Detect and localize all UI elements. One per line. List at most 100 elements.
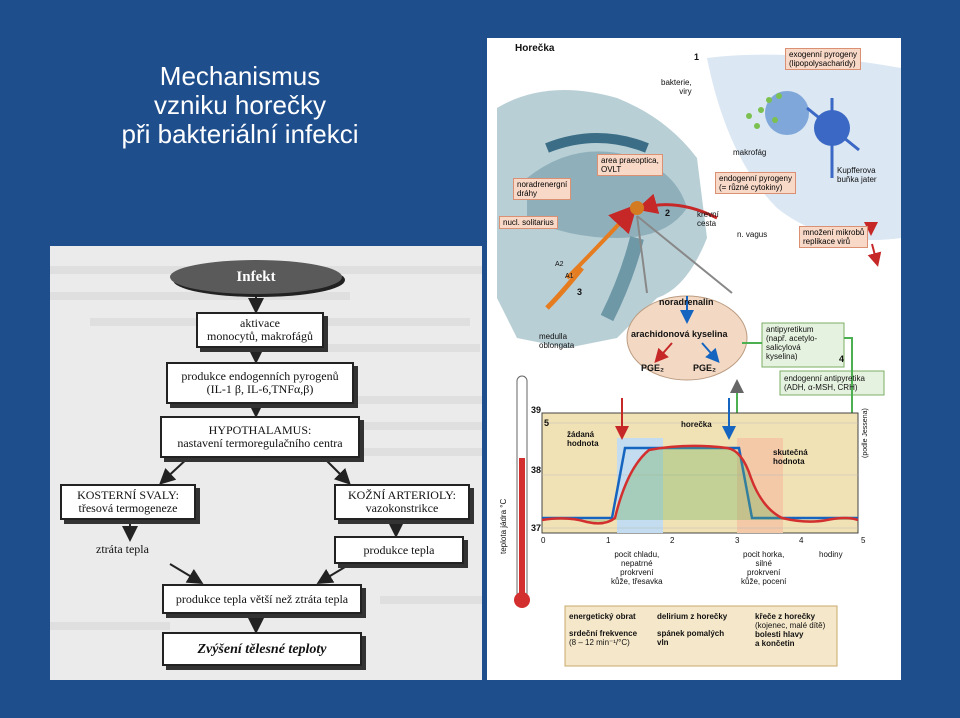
hour-tick-4: 4	[799, 536, 804, 545]
noradrenalin-label: noradrenalin	[659, 297, 714, 307]
set-point-curve	[542, 446, 858, 520]
noradrenergic-arrow	[565, 204, 638, 280]
exo-line-1: exogenní pyrogeny	[789, 50, 858, 59]
corpus-callosum	[545, 133, 649, 153]
arrow-heatprod-balance	[316, 563, 351, 585]
bacteria-label-line-2: viry	[679, 87, 692, 96]
pyrogens-line-1: produkce endogenních pyrogenů	[181, 369, 339, 383]
exo-line-2: (lipopolysacharidy)	[789, 59, 856, 68]
hot-line-2: silné	[755, 559, 772, 568]
figure-illustration	[497, 54, 901, 667]
actual-line-1: skutečná	[773, 448, 808, 457]
bacteria	[772, 117, 778, 123]
skin-line-2: vazokonstrikce	[365, 501, 439, 515]
pge2-left-label: PGE₂	[641, 363, 665, 373]
hour-tick-0: 0	[541, 536, 546, 545]
skeletal-line-1: KOSTERNÍ SVALY:	[77, 488, 179, 502]
infekt-label: Infekt	[236, 268, 276, 285]
symptoms-legend-box	[564, 605, 838, 667]
vagus-path	[545, 266, 584, 310]
blood-path-label: krevní cesta	[697, 210, 719, 228]
cold-line-3: prokrvení	[620, 568, 654, 577]
cold-phase-label: pocit chladu, nepatrné prokrvení kůže, t…	[611, 550, 663, 586]
antipyretic-line-3: salicylová	[766, 343, 801, 352]
legend-col-1: energetický obrat srdeční frekvence (8 –…	[569, 612, 637, 647]
replication-arrow	[867, 243, 882, 267]
hour-tick-2: 2	[670, 536, 675, 545]
a1-label: A1	[565, 273, 574, 280]
antipyretic-line-1: antipyretikum	[766, 325, 814, 334]
bacteria-label-line-1: bakterie,	[661, 78, 692, 87]
cold-line-2: nepatrné	[620, 559, 653, 568]
kupffer-line-1: Kupfferova	[837, 166, 876, 175]
skeletal-line-2: třesová termogeneze	[78, 501, 178, 515]
arrow-hypothalamus-skin	[321, 455, 351, 485]
legend-seizures-note: (kojenec, malé dítě)	[755, 621, 826, 630]
skeletal-muscles-box: KOSTERNÍ SVALY: třesová termogeneze	[60, 484, 196, 520]
medulla-label: medulla oblongata	[539, 332, 574, 350]
area-line-2: OVLT	[601, 165, 622, 174]
hot-line-1: pocit horka,	[743, 550, 785, 559]
hours-label: hodiny	[819, 550, 843, 559]
background-text-line	[50, 292, 350, 300]
area-praeoptica-tag: area praeoptica, OVLT	[597, 154, 663, 176]
area-line-1: area praeoptica,	[601, 156, 659, 165]
vagus-label: n. vagus	[737, 230, 768, 239]
y-axis-label: teplota jádra °C	[499, 498, 508, 554]
antipyretic-box	[761, 322, 845, 368]
flowchart-arrows	[122, 294, 404, 634]
skin-line-1: KOŽNÍ ARTERIOLY:	[348, 488, 456, 502]
background-text-line	[50, 622, 170, 630]
hot-line-3: prokrvení	[747, 568, 781, 577]
pge-arrow	[654, 342, 673, 363]
set-point-line-2: hodnota	[567, 439, 599, 448]
activation-box: aktivace monocytů, makrofágů	[196, 312, 324, 348]
legend-col-2: delirium z horečky spánek pomalých vln	[657, 612, 727, 647]
zoom-line	[636, 215, 648, 294]
blood-line-1: krevní	[697, 210, 719, 219]
source-label: (podle Jessena)	[862, 408, 869, 458]
endogenous-antipyretic-label: endogenní antipyretika (ADH, α-MSH, CRH)	[784, 374, 865, 392]
endo-anti-line-2: (ADH, α-MSH, CRH)	[784, 383, 858, 392]
hour-tick-5: 5	[861, 536, 866, 545]
tick-39: 39	[531, 405, 542, 415]
set-point-label: žádaná hodnota	[567, 430, 599, 448]
legend-energy: energetický obrat	[569, 612, 636, 621]
endo-anti-line-1: endogenní antipyretika	[784, 374, 865, 383]
medulla-line-2: oblongata	[539, 341, 575, 350]
legend-seizures: křeče z horečky	[755, 612, 816, 621]
background-text-line	[300, 344, 480, 352]
antipyretic-line-2: (např. acetylo-	[766, 334, 818, 343]
step-number-1: 1	[694, 52, 700, 62]
macrophage-cell	[765, 91, 809, 135]
activation-line-2: monocytů, makrofágů	[207, 329, 313, 343]
fever-mechanism-figure: Horečka 1 2 3 4 5 bakterie, viry exogenn…	[487, 38, 901, 680]
step-number-5: 5	[544, 418, 550, 428]
multiply-line-1: množení mikrobů	[803, 228, 865, 237]
arachidonic-acid-label: arachidonová kyselina	[631, 329, 728, 339]
noradrenergic-paths-tag: noradrenergní dráhy	[513, 178, 572, 200]
tick-38: 38	[531, 465, 542, 475]
hour-tick-1: 1	[606, 536, 611, 545]
slide-title: Mechanismus vzniku horečky při bakteriál…	[60, 62, 420, 149]
blood-path-arrow	[636, 193, 718, 220]
actual-temperature-curve	[541, 444, 859, 525]
thermometer-bulb	[514, 592, 530, 608]
legend-limbs: a končetin	[755, 639, 795, 648]
multiplication-tag: množení mikrobů replikace virů	[799, 226, 869, 248]
fever-flowchart: Infekt aktivace monocytů, makrofágů prod…	[50, 246, 482, 680]
hypothalamus-line-2: nastavení termoregulačního centra	[177, 436, 343, 450]
hot-line-4: kůže, pocení	[741, 577, 787, 586]
bacteria	[758, 107, 764, 113]
bacteria	[754, 123, 760, 129]
legend-heart-rate-note: (8 – 12 min⁻¹/°C)	[569, 638, 630, 647]
step-number-2: 2	[665, 208, 671, 218]
a2-label: A2	[555, 261, 564, 268]
heat-balance-label: produkce tepla větší než ztráta tepla	[175, 591, 349, 606]
endogenous-antipyretic-box	[779, 370, 885, 396]
background-text-line	[340, 396, 482, 404]
kupffer-label: Kupfferova buňka jater	[837, 166, 877, 184]
arrow-hypothalamus-skeletal	[159, 455, 191, 485]
antipyretic-label: antipyretikum (např. acetylo- salicylová…	[766, 325, 817, 361]
endo-line-1: endogenní pyrogeny	[719, 174, 792, 183]
